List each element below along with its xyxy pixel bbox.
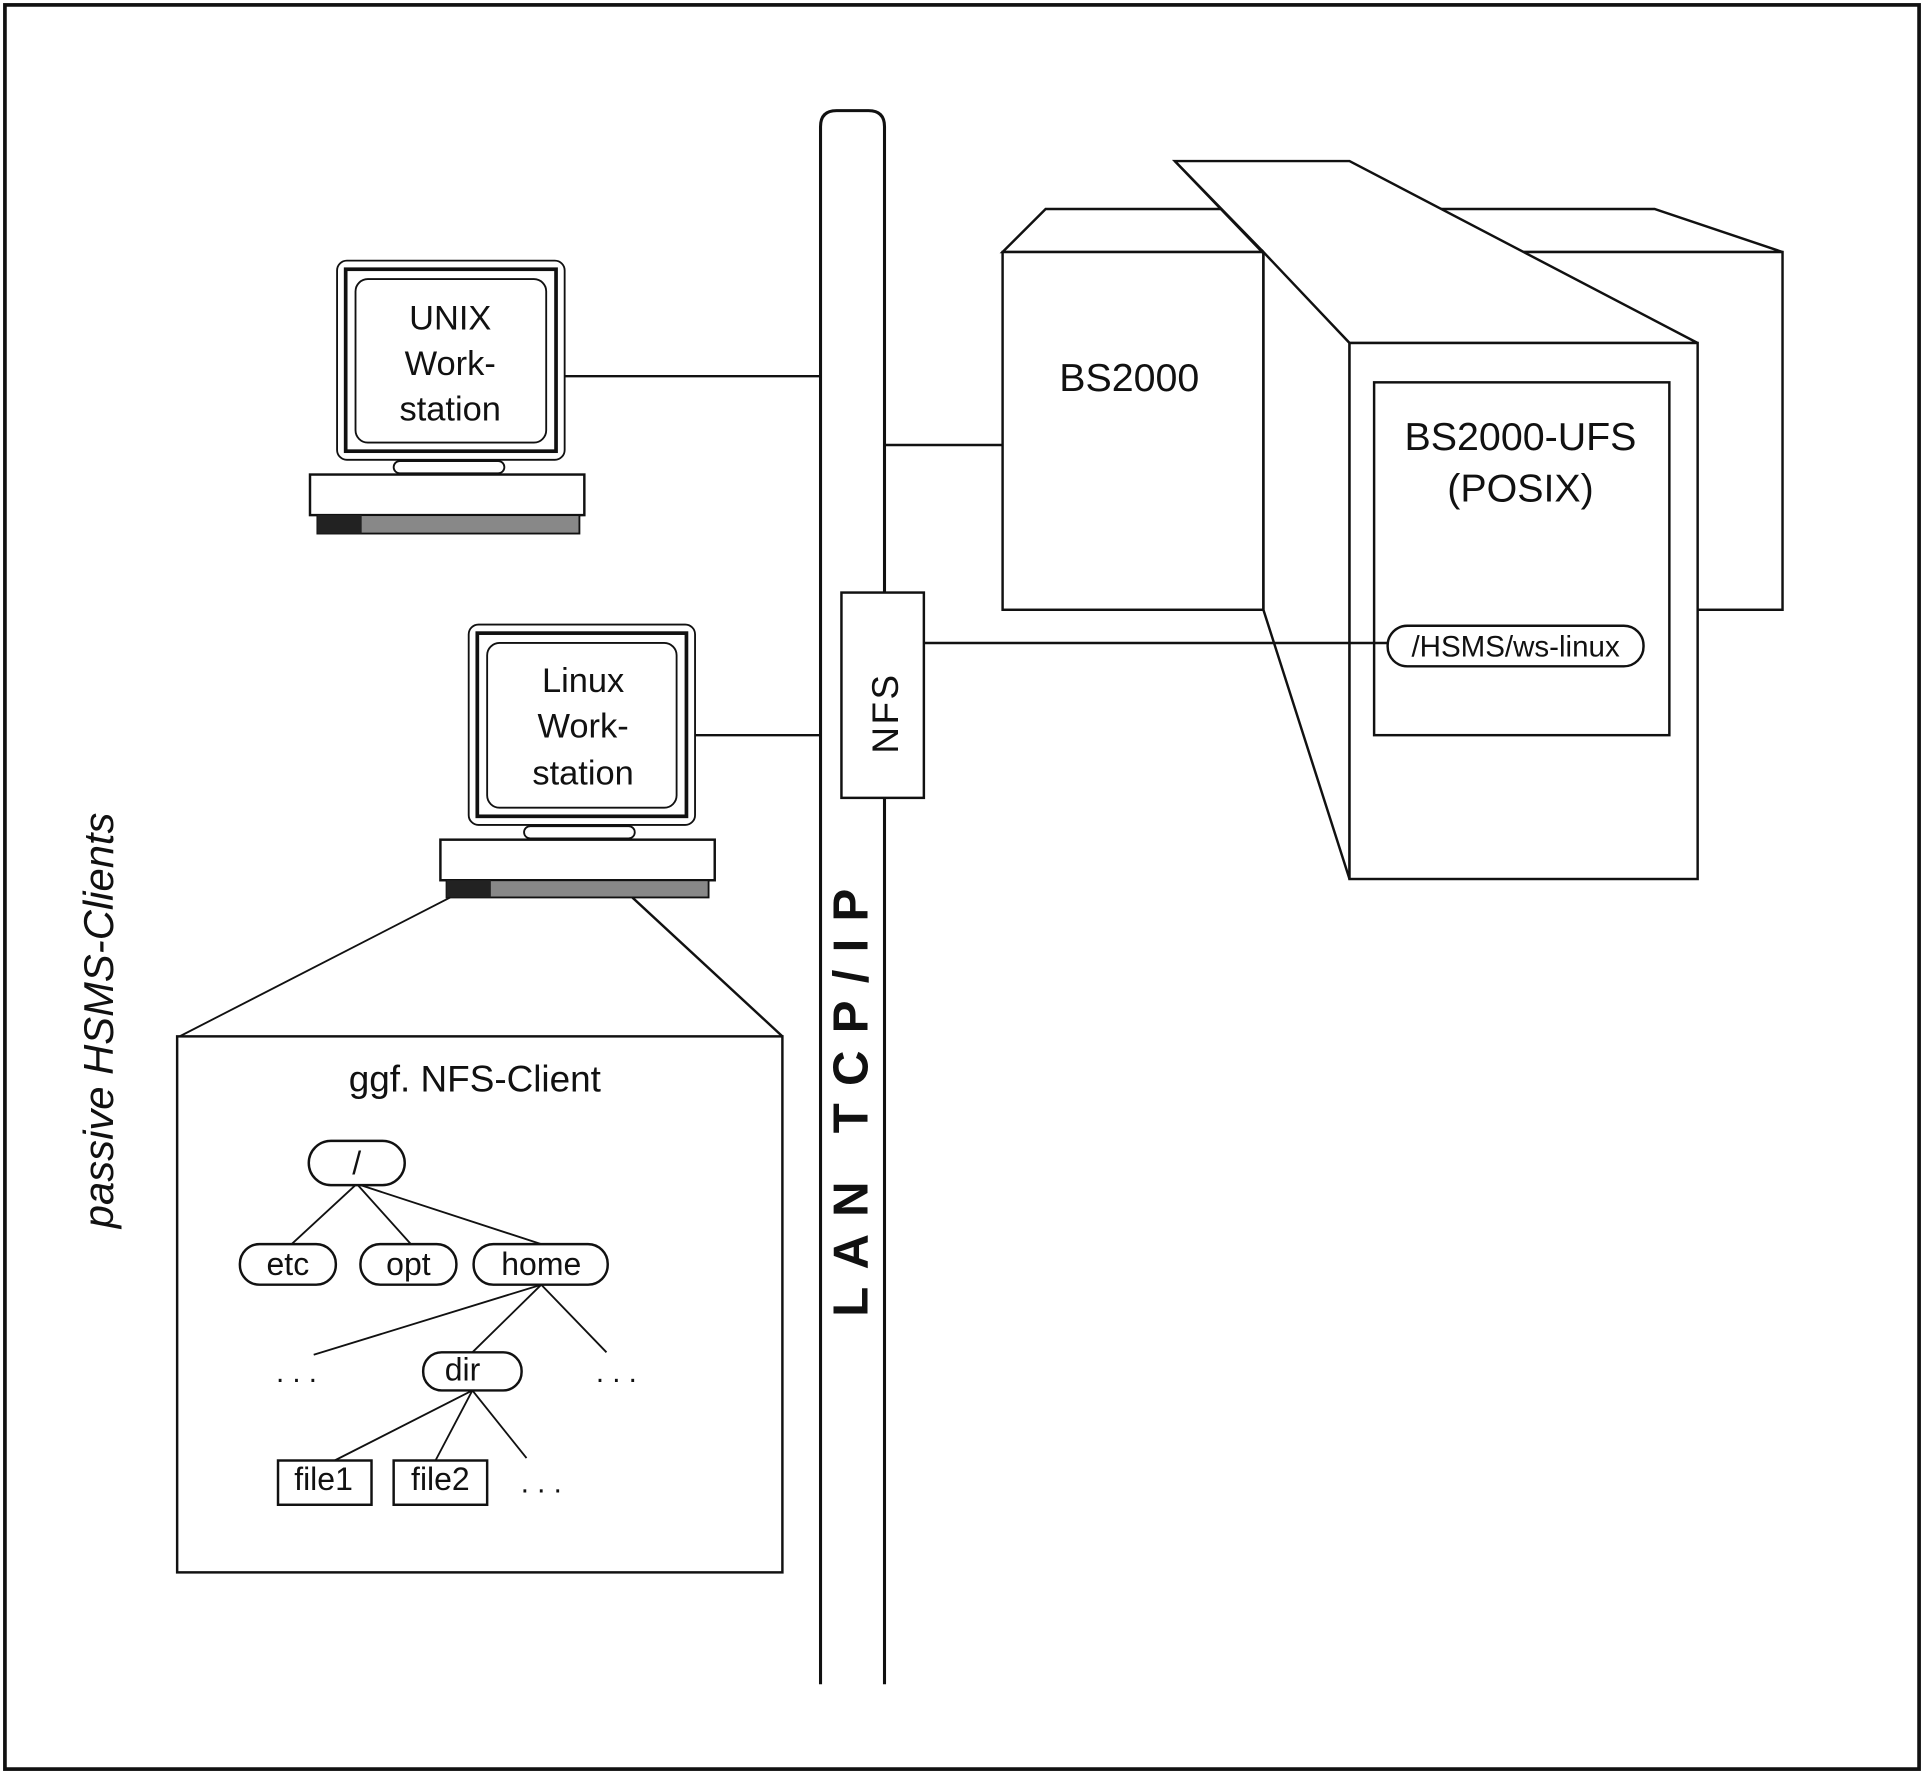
nfs-box: NFS: [840, 591, 926, 800]
tree-node-dir: dir: [421, 1351, 523, 1392]
ufs-line2: (POSIX): [1447, 467, 1594, 511]
linux-line3: station: [532, 754, 633, 792]
tree-node-file1: file1: [276, 1459, 373, 1506]
tree-ellipsis-right: . . .: [596, 1356, 637, 1389]
tree-ellipsis-files: . . .: [521, 1466, 562, 1499]
diagram-frame: [3, 3, 1921, 1771]
nfs-label: NFS: [865, 672, 906, 753]
nfs-client-box: ggf. NFS-Client / etc opt ho: [175, 1035, 784, 1574]
tree-node-home: home: [472, 1242, 609, 1286]
svg-text:file2: file2: [411, 1461, 470, 1497]
side-label: passive HSMS-Clients: [75, 812, 122, 1230]
linux-line2: Work-: [538, 708, 629, 746]
ufs-mount-label: /HSMS/ws-linux: [1411, 630, 1619, 663]
tree-node-opt: opt: [359, 1242, 458, 1286]
svg-text:etc: etc: [267, 1246, 310, 1282]
unix-line3: station: [400, 390, 501, 428]
svg-text:opt: opt: [386, 1246, 431, 1282]
unix-line1: UNIX: [409, 299, 491, 337]
zoom-line-left: [179, 896, 451, 1038]
bs2000-label: BS2000: [1059, 356, 1199, 400]
svg-text:dir: dir: [445, 1352, 481, 1388]
ufs-line1: BS2000-UFS: [1405, 415, 1637, 459]
linux-workstation: Linux Work- station: [439, 623, 821, 899]
svg-text:home: home: [501, 1246, 581, 1282]
lan-bus: LAN TCP/IP: [818, 109, 887, 1685]
zoom-line-right: [631, 896, 784, 1038]
svg-text:file1: file1: [294, 1461, 353, 1497]
tree-ellipsis-left: . . .: [276, 1356, 317, 1389]
linux-line1: Linux: [542, 662, 624, 700]
tree-node-file2: file2: [392, 1459, 489, 1506]
tree-node-etc: etc: [238, 1242, 338, 1286]
svg-text:/: /: [352, 1145, 361, 1181]
unix-workstation: UNIX Work- station: [308, 259, 821, 535]
bs2000-ufs-server: BS2000-UFS (POSIX) /HSMS/ws-linux: [923, 159, 1699, 881]
nfs-client-title: ggf. NFS-Client: [349, 1059, 601, 1100]
tree-edges: [290, 1183, 608, 1462]
tree-node-root: /: [307, 1139, 406, 1187]
lan-label: LAN TCP/IP: [823, 871, 878, 1316]
unix-line2: Work-: [405, 345, 496, 383]
